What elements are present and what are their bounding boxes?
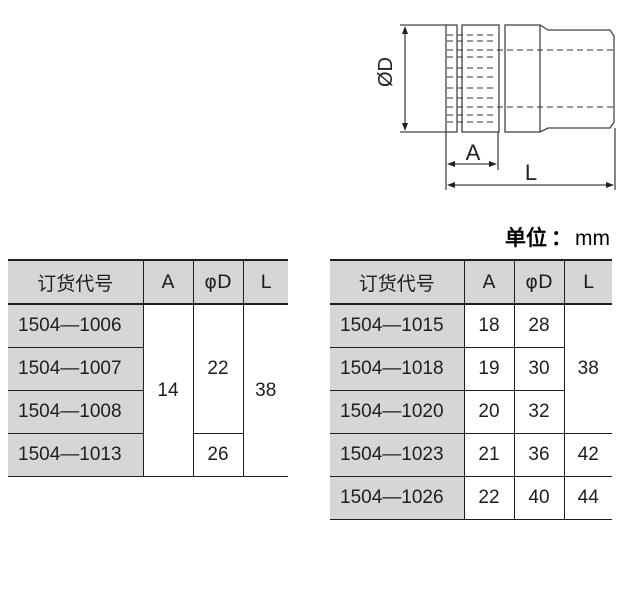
table-row: 1504—1018 19 30 [330,347,612,391]
unit-title: 单位 [505,226,547,250]
l-cell: 42 [563,433,612,477]
drive-end-ring [445,24,458,133]
header-a: A [463,259,515,305]
table-row: 1504—1015 18 28 38 [330,303,612,434]
table-row: 1504—1023 21 36 42 [330,433,612,477]
order-code-cell: 1504—1006 [8,303,144,348]
order-code-cell: 1504—1015 [330,303,465,348]
a-cell: 20 [463,390,515,434]
a-cell: 18 [463,303,515,348]
header-l: L [242,259,288,305]
header-order-code: 订货代号 [8,259,144,305]
diameter-cell: 28 [513,303,565,348]
header-diameter: φD [513,259,565,305]
header-order-code: 订货代号 [330,259,465,305]
l-label: L [525,160,537,185]
table-row: 1504—1008 [8,390,288,434]
unit-label: 单位：mm [505,222,610,252]
header-diameter: φD [192,259,244,305]
table-row: 1504—1026 22 40 44 [330,476,612,520]
l-cell: 38 [242,303,288,477]
order-code-cell: 1504—1007 [8,347,143,391]
a-cell: 19 [463,347,515,391]
order-code-cell: 1504—1013 [8,433,144,477]
diameter-cell: 26 [192,433,243,477]
diameter-label: ØD [375,57,397,87]
order-code-cell: 1504—1020 [330,390,465,434]
l-cell: 38 [563,303,612,434]
table-header-row: 订货代号 A φD L [330,259,612,305]
a-cell: 14 [142,303,194,477]
table-row: 1504—1006 14 22 38 [8,303,288,477]
header-a: A [142,259,194,305]
diameter-cell: 30 [513,347,564,391]
unit-colon: ： [551,227,572,250]
order-code-cell: 1504—1008 [8,390,143,434]
unit-value: mm [575,227,610,250]
table-row: 1504—1020 20 32 [330,390,612,434]
l-cell: 44 [563,476,612,520]
diameter-cell: 22 [192,303,244,434]
collar-section [504,24,541,133]
hidden-lines [447,34,614,123]
body-section [539,24,615,133]
order-code-cell: 1504—1023 [330,433,465,477]
hex-section [461,24,500,133]
a-cell: 22 [463,476,515,520]
diameter-cell: 36 [513,433,565,477]
diameter-cell: 32 [513,390,564,434]
a-label: A [466,140,481,165]
table-row: 1504—1013 26 [8,433,288,477]
a-cell: 21 [463,433,515,477]
spec-table-right: 订货代号 A φD L 1504—1015 18 28 38 1504—1018… [330,259,612,520]
diameter-cell: 40 [513,476,565,520]
socket-technical-drawing: ØD A L [375,24,616,190]
table-row: 1504—1007 [8,347,288,391]
header-l: L [563,259,612,305]
table-header-row: 订货代号 A φD L [8,259,288,305]
spec-table-left: 订货代号 A φD L 1504—1006 14 22 38 1504—1007… [8,259,288,477]
order-code-cell: 1504—1026 [330,476,465,520]
order-code-cell: 1504—1018 [330,347,465,391]
